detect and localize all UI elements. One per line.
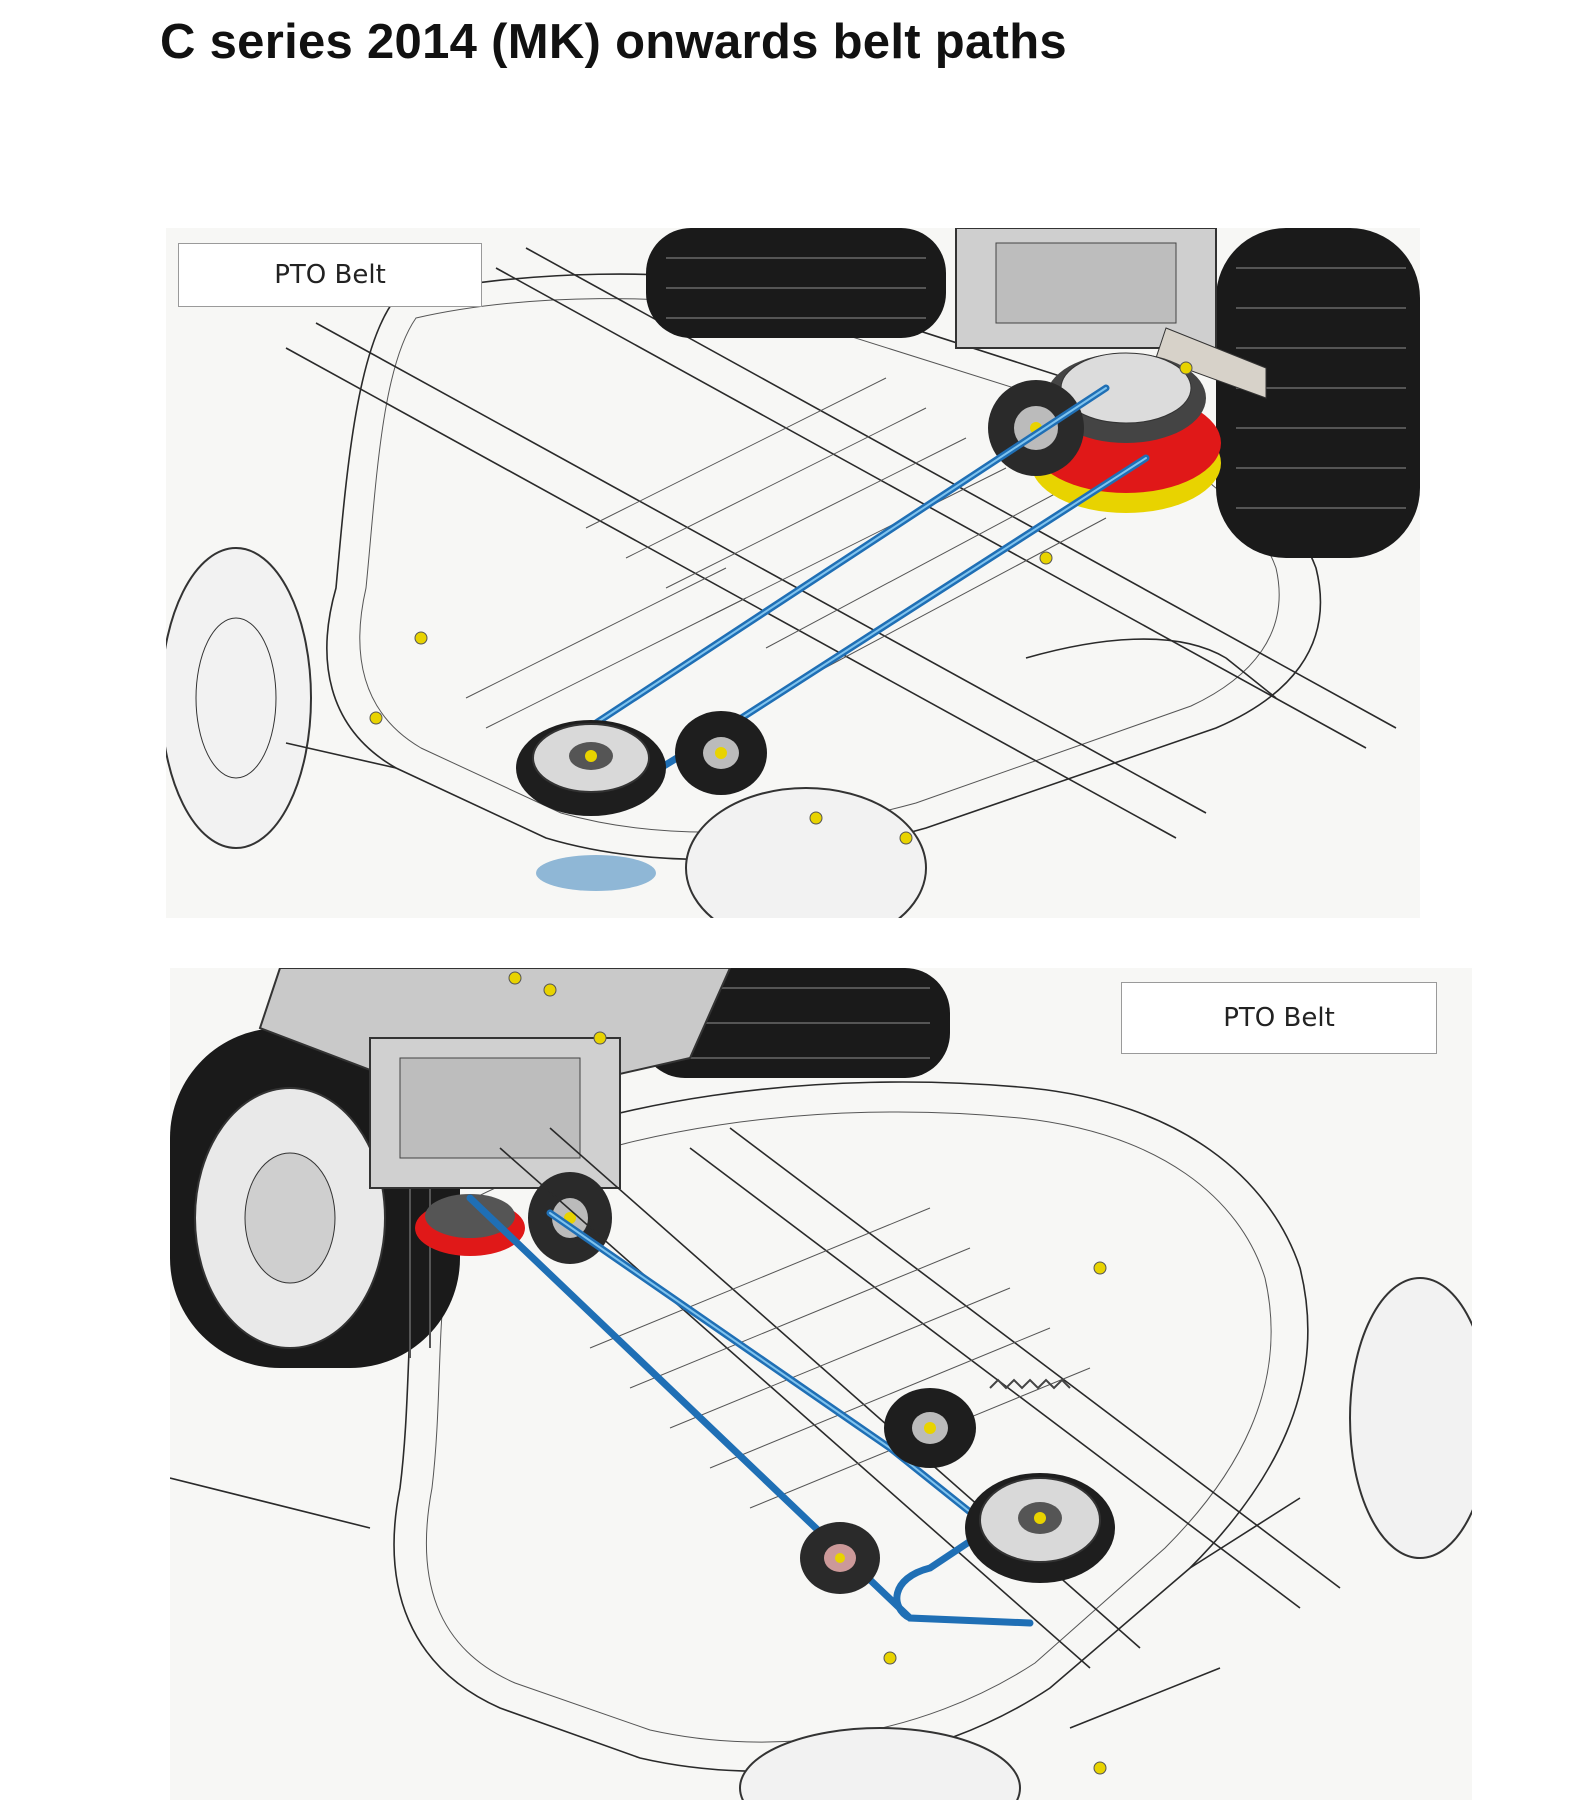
belt-diagram-bottom: PTO Belt	[170, 968, 1472, 1800]
pto-belt-label-bottom: PTO Belt	[1121, 982, 1437, 1054]
page-title: C series 2014 (MK) onwards belt paths	[160, 15, 1067, 69]
pto-belt-label-top: PTO Belt	[178, 243, 482, 307]
mower-deck-drawing-top	[166, 228, 1420, 918]
mower-deck-drawing-bottom	[170, 968, 1472, 1800]
belt-diagram-top: PTO Belt	[166, 228, 1420, 918]
